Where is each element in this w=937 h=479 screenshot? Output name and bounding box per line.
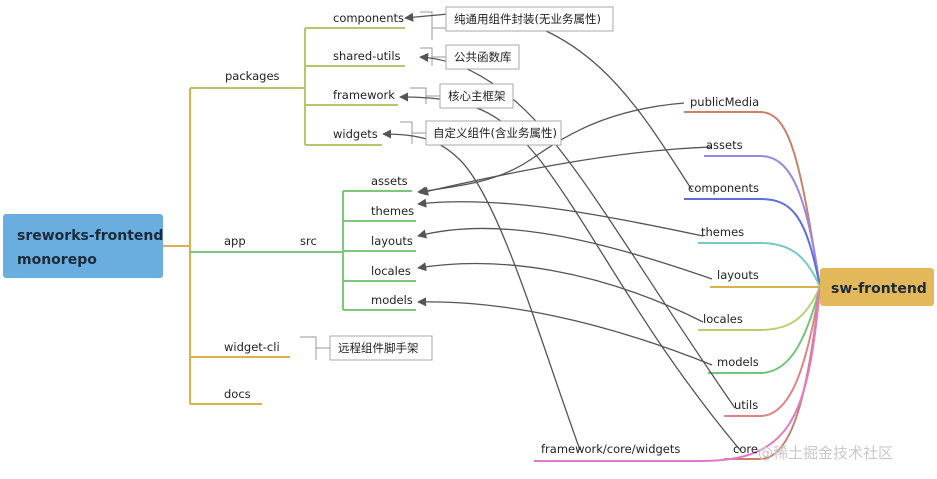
note-boxes: 纯通用组件封装(无业务属性) 公共函数库 核心主框架 自定义组件(含业务属性) … xyxy=(329,6,614,361)
arrow-models-to-models xyxy=(417,297,713,366)
branch-models xyxy=(708,286,821,374)
sw-frontend-box xyxy=(820,268,934,306)
branch-utils xyxy=(724,286,821,417)
pkg-framework-label: framework xyxy=(333,88,395,102)
left-labels: packages app src widget-cli docs compone… xyxy=(224,11,414,401)
right-labels: publicMedia assets components themes lay… xyxy=(541,95,759,456)
watermark: @稀土掘金技术社区 xyxy=(758,444,893,462)
branch-framework-core-widgets xyxy=(534,286,821,462)
sw-item-components: components xyxy=(688,181,759,195)
sw-item-core: core xyxy=(733,442,758,456)
sw-item-framework-core-widgets: framework/core/widgets xyxy=(541,442,680,456)
branch-components xyxy=(684,198,821,288)
arrow-themes-to-themes xyxy=(417,198,704,237)
sw-item-utils: utils xyxy=(734,398,758,412)
note-framework: 核心主框架 xyxy=(448,89,506,103)
src-themes-label: themes xyxy=(371,204,414,218)
sw-branches xyxy=(534,111,821,462)
src-models-label: models xyxy=(371,293,413,307)
mapping-arrows xyxy=(382,11,741,451)
src-label: src xyxy=(300,234,317,248)
sw-frontend-node: sw-frontend xyxy=(820,268,934,306)
app-label: app xyxy=(224,234,246,248)
root-line1: sreworks-frontend xyxy=(17,228,163,244)
sw-item-models: models xyxy=(717,355,759,369)
branch-assets xyxy=(704,155,821,288)
note-widgets: 自定义组件(含业务属性) xyxy=(433,126,557,140)
note-components: 纯通用组件封装(无业务属性) xyxy=(454,12,601,26)
sw-item-themes: themes xyxy=(701,225,744,239)
note-shared-utils: 公共函数库 xyxy=(454,50,512,64)
pkg-shared-utils-label: shared-utils xyxy=(333,49,401,63)
src-assets-label: assets xyxy=(371,174,408,188)
branch-themes xyxy=(698,242,821,288)
branch-locales xyxy=(698,286,821,331)
left-tree-connectors xyxy=(163,27,416,405)
root-line2: monorepo xyxy=(17,252,97,268)
src-layouts-label: layouts xyxy=(371,234,413,248)
pkg-components-label: components xyxy=(333,11,404,25)
arrow-fcw-to-widgets xyxy=(382,129,581,451)
note-widget-cli: 远程组件脚手架 xyxy=(338,341,419,355)
docs-label: docs xyxy=(224,387,251,401)
arrow-utils-to-shared-utils xyxy=(419,52,736,409)
arrow-locales-to-locales xyxy=(417,262,704,323)
root-box xyxy=(3,214,163,278)
pkg-widgets-label: widgets xyxy=(333,127,378,141)
packages-label: packages xyxy=(225,69,280,83)
arrow-publicMedia-to-assets xyxy=(417,102,685,196)
sw-item-layouts: layouts xyxy=(717,268,759,282)
src-locales-label: locales xyxy=(371,264,411,278)
sw-item-locales: locales xyxy=(703,312,743,326)
sw-item-assets: assets xyxy=(706,138,743,152)
arrow-layouts-to-layouts xyxy=(417,227,713,280)
sw-item-publicMedia: publicMedia xyxy=(690,95,759,109)
widget-cli-label: widget-cli xyxy=(224,340,280,354)
sw-frontend-title: sw-frontend xyxy=(831,281,927,297)
root-node: sreworks-frontend monorepo xyxy=(3,214,163,278)
